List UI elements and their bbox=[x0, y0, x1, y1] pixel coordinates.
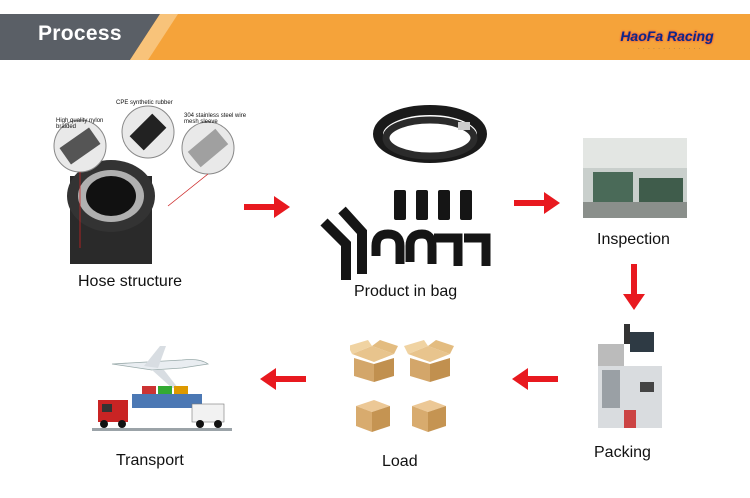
arrow-left-2 bbox=[260, 368, 306, 390]
header-banner: Process HaoFa Racing · · · · · · · · · ·… bbox=[0, 0, 750, 62]
annotation-rubber: CPE synthetic rubber bbox=[116, 100, 173, 106]
hose-structure-image bbox=[48, 98, 258, 266]
banner-shape bbox=[0, 14, 750, 60]
step-label-load: Load bbox=[382, 453, 418, 470]
arrow-right-1 bbox=[244, 196, 290, 218]
page-title: Process bbox=[38, 22, 122, 45]
arrow-right-2 bbox=[514, 192, 560, 214]
step-label-inspection: Inspection bbox=[597, 231, 670, 248]
load-boxes-image bbox=[348, 338, 456, 436]
transport-image bbox=[92, 336, 232, 434]
inspection-photo bbox=[583, 138, 687, 218]
step-label-packing: Packing bbox=[594, 444, 651, 461]
arrow-down bbox=[623, 264, 645, 310]
step-label-transport: Transport bbox=[116, 452, 184, 469]
logo-subline: · · · · · · · · · · · · · bbox=[638, 46, 702, 52]
step-label-product-in-bag: Product in bag bbox=[354, 283, 458, 300]
logo-text: HaoFa Racing bbox=[620, 28, 714, 44]
arrow-left-1 bbox=[512, 368, 558, 390]
annotation-steel: 304 stainless steel wire mesh sleeve bbox=[184, 113, 247, 125]
annotation-nylon: High quality nylon braided bbox=[56, 118, 104, 130]
packing-machine-image bbox=[580, 318, 672, 430]
product-in-bag-image bbox=[318, 104, 498, 280]
step-label-hose-structure: Hose structure bbox=[78, 273, 183, 290]
brand-logo: HaoFa Racing · · · · · · · · · · · · · bbox=[608, 28, 726, 52]
